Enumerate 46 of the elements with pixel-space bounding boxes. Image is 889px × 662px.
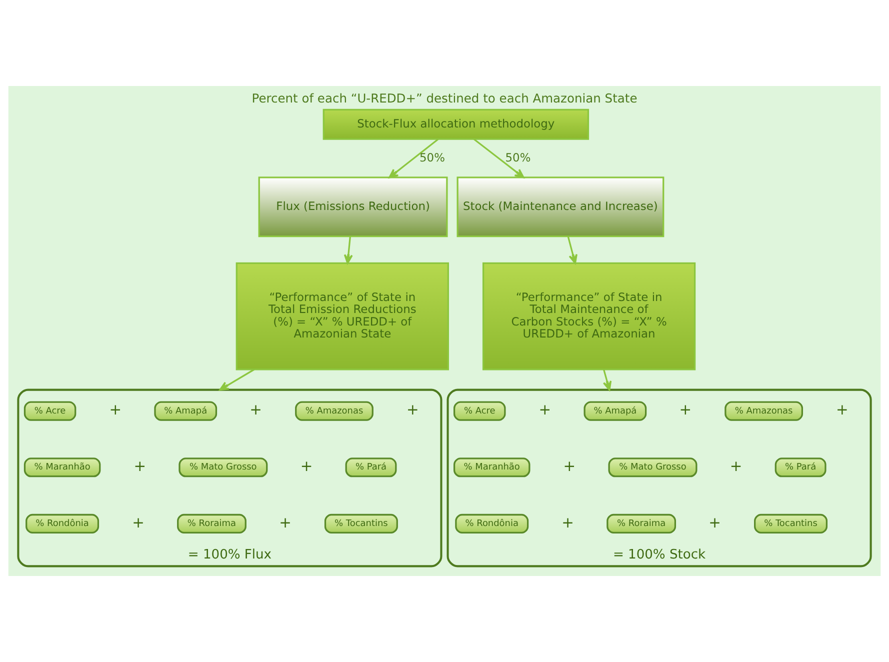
node-box: % Acre: [453, 401, 506, 421]
node-box: “Performance” of State in Total Maintenance of Carbon Stocks (%) = “X” % UREDD+ of Amazonian: [482, 262, 696, 370]
arrow: [219, 368, 255, 391]
label: +: [250, 402, 262, 419]
arrow: [602, 369, 612, 391]
label: +: [538, 402, 552, 419]
node-box: % Acre: [24, 401, 76, 421]
node-box: % Tocantins: [324, 514, 398, 534]
label: +: [708, 514, 721, 532]
node-box: % Amapá: [154, 401, 218, 421]
node-box: Flux (Emissions Reduction): [258, 176, 448, 238]
node-box: “Performance” of State in Total Emission Reductions (%) = “X” % UREDD+ of Amazonian State: [236, 262, 449, 370]
label: +: [300, 458, 313, 475]
label: +: [109, 402, 122, 419]
node-box: % Mato Grosso: [178, 458, 268, 478]
node-box: % Roraima: [177, 514, 246, 534]
edge-label: 50%: [420, 150, 445, 164]
label: +: [406, 402, 419, 419]
node-box: % Pará: [345, 458, 397, 478]
label: +: [836, 402, 848, 419]
label: +: [134, 458, 146, 475]
edge-label: 50%: [505, 150, 531, 164]
arrow: [388, 138, 439, 178]
node-box: Stock (Maintenance and Increase): [456, 176, 664, 238]
arrow: [473, 138, 524, 178]
node-box: % Mato Grosso: [608, 458, 698, 478]
label: +: [679, 402, 692, 419]
node-box: % Rondônia: [26, 514, 100, 534]
diagram-title: Percent of each “U-REDD+” destined to each Amazonian State: [252, 91, 638, 106]
arrow: [567, 236, 578, 264]
node-box: Stock-Flux allocation methodology: [322, 108, 590, 140]
node-box: % Rondônia: [455, 514, 529, 534]
label: +: [563, 458, 576, 475]
node-box: % Maranhão: [453, 458, 530, 478]
node-box: % Maranhão: [24, 458, 101, 478]
label: +: [132, 514, 144, 532]
node-box: % Amazonas: [295, 401, 374, 421]
label: +: [562, 514, 574, 532]
node-box: % Roraima: [606, 514, 676, 534]
node-box: % Tocantins: [754, 514, 828, 534]
node-box: % Amapá: [584, 401, 647, 421]
label: +: [730, 458, 742, 475]
node-box: % Amazonas: [724, 401, 804, 421]
label: +: [279, 514, 292, 532]
arrow: [344, 236, 353, 264]
node-box: % Pará: [774, 458, 826, 478]
